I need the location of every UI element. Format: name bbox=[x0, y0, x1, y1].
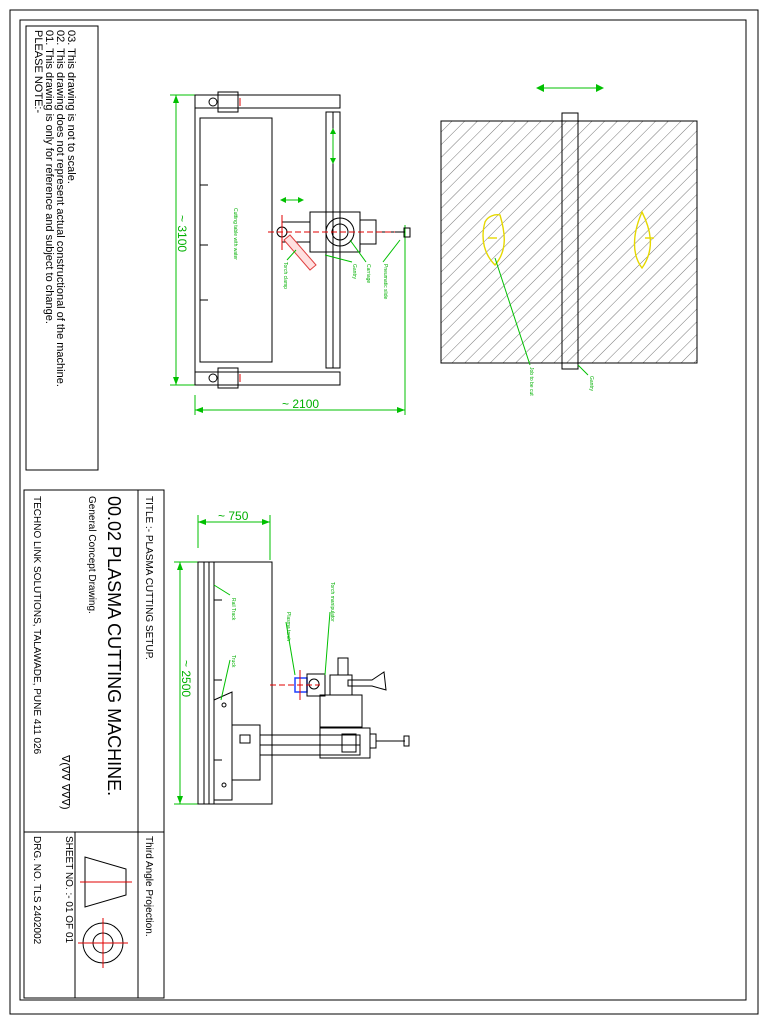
callout-pneumatic-slide: Pneumatic slide bbox=[382, 264, 388, 300]
company-name: TECHNO LINK SOLUTIONS, TALAWADE, PUNE 41… bbox=[31, 496, 42, 755]
note-line-1: 01. This drawing is only for reference a… bbox=[43, 30, 55, 324]
workpiece-view: Job to be cut Gantry bbox=[440, 84, 698, 396]
surface-finish-symbols: ∇(∇∇ ∇∇∇) bbox=[59, 754, 71, 810]
sheet-number: SHEET NO. :- 01 OF 01 bbox=[63, 836, 74, 944]
callout-gantry-workpiece: Gantry bbox=[588, 376, 594, 392]
drawing-title: 00.02 PLASMA CUTTING MACHINE. bbox=[104, 496, 124, 796]
drawing-number: DRG. NO. TLS 2402002 bbox=[31, 836, 42, 945]
callout-rail-track: Rail Track bbox=[230, 598, 236, 621]
callout-job-to-be-cut: Job to be cut bbox=[528, 367, 534, 396]
title-block: TITLE :- PLASMA CUTTING SETUP. 00.02 PLA… bbox=[23, 489, 165, 999]
callout-torch-manipulator: Torch manipulator bbox=[329, 582, 335, 622]
callout-cutting-table: Cutting table with water bbox=[232, 208, 238, 260]
callout-gantry-plan: Gantry bbox=[351, 264, 357, 280]
callout-truck: Truck bbox=[230, 655, 236, 668]
callout-plasma-torch: Plasma torch bbox=[285, 612, 291, 641]
projection-symbol-icon bbox=[78, 856, 132, 968]
plan-dim-width: ~ 2100 bbox=[282, 397, 319, 411]
sheet-border bbox=[9, 9, 759, 1015]
note-box: PLEASE NOTE:- 01. This drawing is only f… bbox=[25, 25, 99, 471]
drawing-frame bbox=[19, 19, 747, 1001]
callout-torch-clamp: Torch clamp bbox=[282, 262, 288, 289]
plan-view: ~ 3100 ~ 2100 bbox=[170, 91, 411, 415]
note-heading: PLEASE NOTE:- bbox=[32, 30, 44, 113]
side-dim-length: ~ 2500 bbox=[179, 660, 193, 697]
title-label: TITLE :- PLASMA CUTTING SETUP. bbox=[143, 496, 154, 660]
plan-dim-length: ~ 3100 bbox=[175, 215, 189, 252]
note-line-3: 03. This drawing is not to scale. bbox=[65, 30, 77, 184]
side-view: ~ 750 ~ 2500 bbox=[174, 509, 410, 805]
projection-label: Third Angle Projection. bbox=[143, 836, 154, 937]
drawing-subtitle: General Concept Drawing. bbox=[86, 496, 97, 614]
side-dim-height: ~ 750 bbox=[218, 509, 249, 523]
callout-carriage: Carriage bbox=[365, 264, 371, 283]
note-line-2: 02. This drawing does not represent actu… bbox=[54, 30, 66, 387]
